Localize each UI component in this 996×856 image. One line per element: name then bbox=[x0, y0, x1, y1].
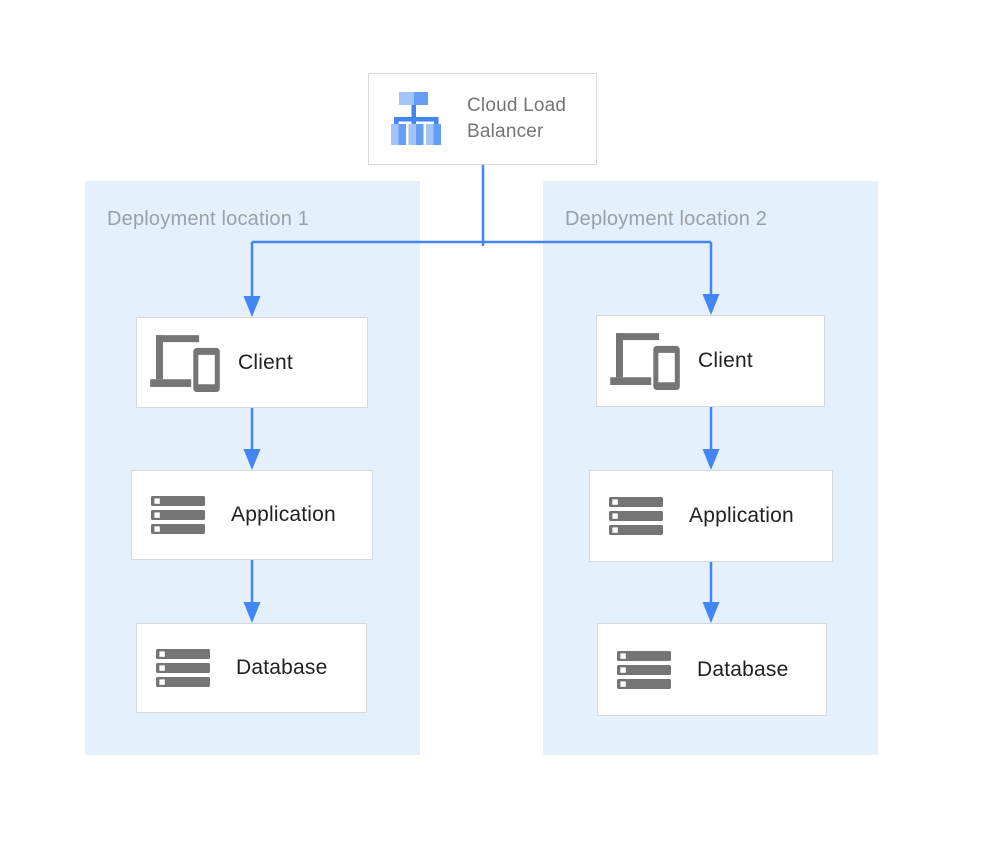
node-application-2: Application bbox=[589, 470, 833, 562]
server-stack-icon bbox=[617, 650, 671, 689]
node-label: Application bbox=[231, 503, 336, 526]
server-stack-icon bbox=[609, 497, 663, 535]
node-label: Database bbox=[697, 657, 789, 681]
node-client-1: Client bbox=[136, 317, 368, 408]
node-label: Application bbox=[689, 504, 794, 527]
node-label: Database bbox=[236, 656, 328, 679]
node-label: Client bbox=[698, 349, 753, 372]
node-label: Client bbox=[238, 350, 293, 374]
devices-icon bbox=[610, 332, 680, 390]
devices-icon bbox=[150, 334, 220, 392]
node-database-1: Database bbox=[136, 623, 367, 713]
lb-label-line2: Balancer bbox=[467, 121, 544, 142]
node-cloud-load-balancer: Cloud Load Balancer bbox=[368, 73, 597, 165]
node-label: Cloud Load Balancer bbox=[467, 93, 566, 145]
load-balancer-icon bbox=[391, 91, 441, 147]
server-stack-icon bbox=[156, 649, 210, 687]
node-client-2: Client bbox=[596, 315, 825, 407]
server-stack-icon bbox=[151, 496, 205, 534]
node-database-2: Database bbox=[597, 623, 827, 716]
lb-label-line1: Cloud Load bbox=[467, 95, 567, 116]
zone-label: Deployment location 1 bbox=[107, 208, 310, 230]
zone-label: Deployment location 2 bbox=[565, 208, 768, 230]
node-application-1: Application bbox=[131, 470, 373, 560]
